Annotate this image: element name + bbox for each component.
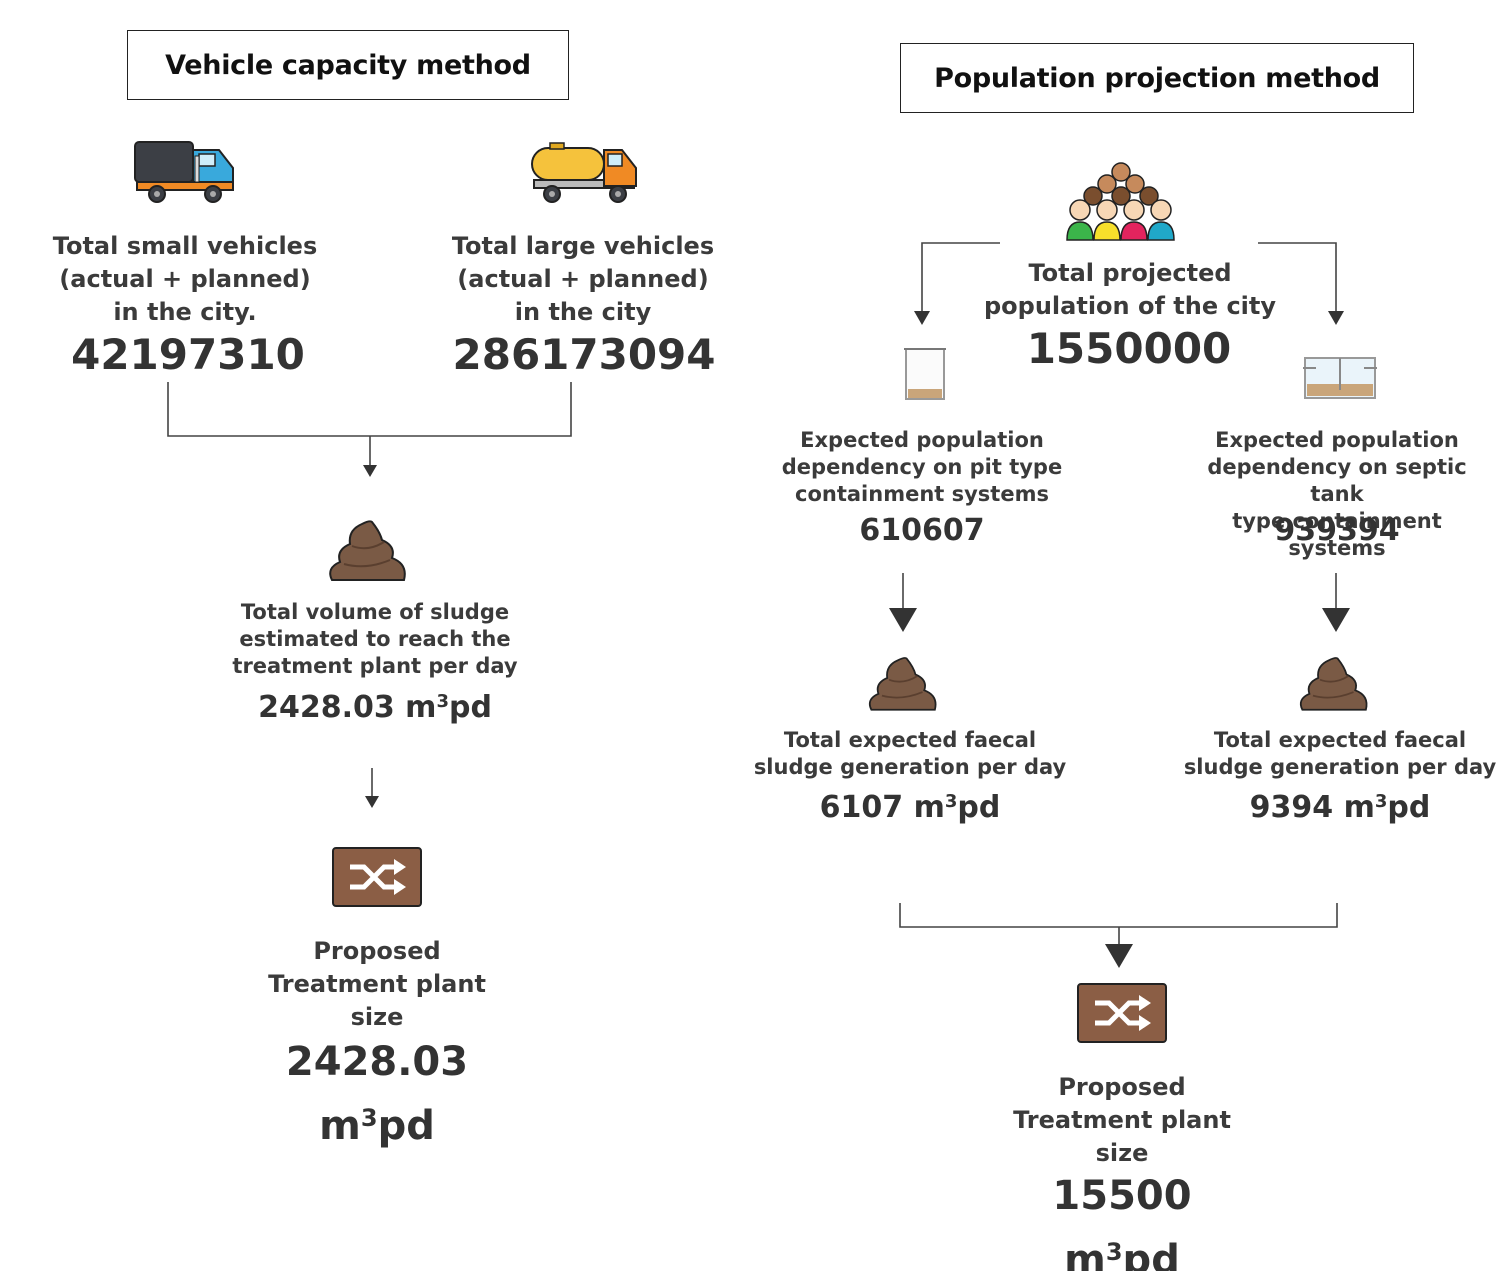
vehicle-method-title: Vehicle capacity method [165,49,531,81]
large-vehicles-label: Total large vehicles (actual + planned) … [433,230,733,329]
right-plant-label: Proposed Treatment plant size [972,1071,1272,1170]
shuffle-icon [1077,983,1167,1043]
unit-base: m [405,690,437,725]
right-plant-label-line: Treatment plant [1013,1106,1231,1134]
pit-container-icon [904,348,946,400]
pit-label-line: dependency on pit type [781,455,1063,479]
unit-suffix: pd [1122,1237,1180,1271]
unit-suffix: pd [1387,790,1431,825]
unit-base: m [319,1103,361,1149]
septic-tank-icon [1303,357,1377,399]
large-vehicles-label-line: (actual + planned) [457,265,709,293]
unit-base: m [913,790,945,825]
population-label-line: Total projected [1028,259,1232,287]
septic-label-line: type containment systems [1232,509,1442,560]
left-sludge-label-line: treatment plant per day [232,654,518,678]
left-plant-value: 2428.03 m3pd [286,1030,468,1158]
pit-label-line: containment systems [795,482,1049,506]
left-plant-label-line: Proposed [313,937,441,965]
left-sludge-number: 2428.03 [258,690,395,725]
population-method-title-box: Population projection method [900,43,1414,113]
left-plant-label: Proposed Treatment plant size [227,935,527,1034]
large-vehicles-label-line: in the city [514,298,652,326]
septic-sludge-value: 9394 m3pd [1250,790,1431,825]
arrow-head [889,608,917,632]
septic-label-line: Expected population [1215,428,1459,452]
small-vehicles-label-line: in the city. [113,298,257,326]
pit-sludge-label: Total expected faecal sludge generation … [750,727,1070,781]
left-merge-line [167,382,572,437]
pit-sludge-number: 6107 [819,790,904,825]
left-sludge-value: 2428.03 m3pd [258,690,492,725]
septic-sludge-label-line: sludge generation per day [1183,755,1497,779]
population-method-title: Population projection method [934,62,1380,94]
crowd-icon [1066,162,1175,241]
septic-sludge-number: 9394 [1249,790,1334,825]
sludge-icon [868,657,937,711]
population-value: 1550000 [1026,324,1232,373]
arrow-head [363,465,377,477]
sludge-icon [329,520,406,581]
population-label-line: population of the city [983,292,1277,320]
left-sludge-label-line: estimated to reach the [239,627,511,651]
unit-superscript: 3 [944,791,958,813]
unit-superscript: 3 [360,1103,378,1132]
population-label: Total projected population of the city [970,257,1290,323]
unit-superscript: 3 [1374,791,1388,813]
right-plant-label-line: size [1095,1139,1149,1167]
pit-value: 610607 [859,513,985,548]
unit-base: m [1064,1237,1106,1271]
pit-label: Expected population dependency on pit ty… [762,427,1082,508]
septic-label: Expected population dependency on septic… [1182,427,1492,562]
septic-value: 939394 [1274,513,1400,548]
large-vehicles-value: 286173094 [452,330,716,379]
arrow-head [1328,311,1344,325]
left-plant-unit: m3pd [286,1094,468,1158]
right-branch-left [921,242,1000,318]
right-branch-right [1258,242,1337,318]
unit-suffix: pd [377,1103,435,1149]
right-plant-number: 15500 [1052,1173,1192,1219]
left-plant-label-line: Treatment plant [268,970,486,998]
small-vehicles-label: Total small vehicles (actual + planned) … [35,230,335,329]
arrow-head [365,796,379,808]
pit-sludge-label-line: sludge generation per day [753,755,1067,779]
truck-icon [134,141,234,203]
arrow-head [1322,608,1350,632]
left-sludge-label-line: Total volume of sludge [240,600,510,624]
right-merge-line [899,903,1338,928]
unit-superscript: 3 [436,691,449,713]
left-sludge-label: Total volume of sludge estimated to reac… [205,599,545,680]
unit-suffix: pd [957,790,1001,825]
small-vehicles-label-line: (actual + planned) [59,265,311,293]
large-vehicles-label-line: Total large vehicles [451,232,715,260]
unit-superscript: 3 [1105,1237,1123,1266]
left-plant-label-line: size [350,1003,404,1031]
septic-label-line: dependency on septic tank [1207,455,1467,506]
unit-base: m [1343,790,1375,825]
left-plant-number: 2428.03 [285,1039,469,1085]
pit-sludge-value: 6107 m3pd [820,790,1001,825]
unit-suffix: pd [448,690,492,725]
shuffle-icon [332,847,422,907]
tanker-truck-icon [531,142,637,203]
vehicle-method-title-box: Vehicle capacity method [127,30,569,100]
arrow-head [914,311,930,325]
right-plant-unit: m3pd [1052,1228,1191,1271]
septic-sludge-label: Total expected faecal sludge generation … [1180,727,1500,781]
small-vehicles-value: 42197310 [71,330,305,379]
small-vehicles-label-line: Total small vehicles [52,232,318,260]
pit-sludge-label-line: Total expected faecal [783,728,1037,752]
right-plant-label-line: Proposed [1058,1073,1186,1101]
sludge-icon [1299,657,1368,711]
arrow-head [1105,944,1133,968]
pit-label-line: Expected population [800,428,1044,452]
right-plant-value: 15500 m3pd [1052,1164,1191,1271]
septic-sludge-label-line: Total expected faecal [1213,728,1467,752]
